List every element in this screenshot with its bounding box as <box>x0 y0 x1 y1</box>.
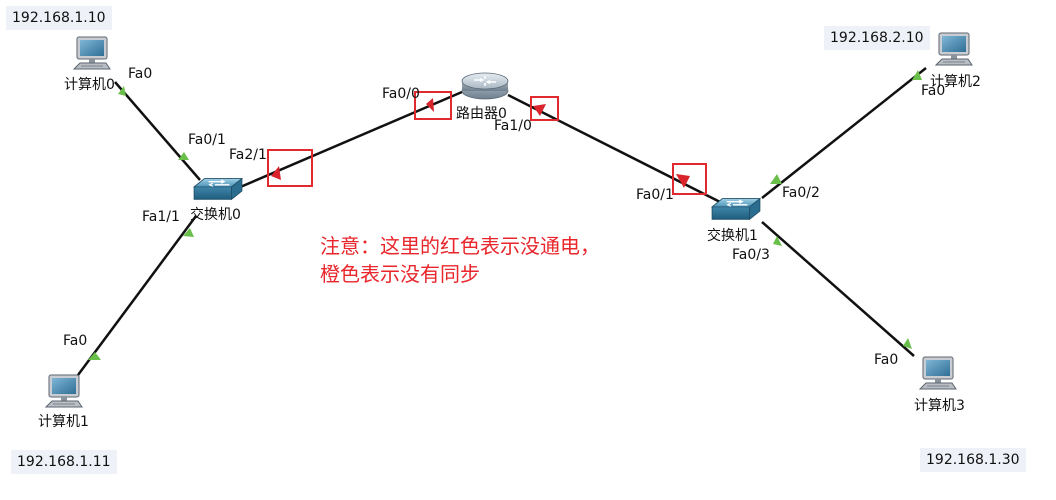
port-up-indicator <box>118 86 126 96</box>
port-label-sw1-fa03: Fa0/3 <box>732 247 770 263</box>
port-down-indicator <box>426 98 434 112</box>
device-label-pc0: 计算机0 <box>64 77 115 93</box>
highlight-boxes <box>267 91 707 195</box>
device-label-pc3: 计算机3 <box>914 398 965 414</box>
ip-label-pc3: 192.168.1.30 <box>920 448 1026 472</box>
annotation-note: 注意：这里的红色表示没通电， 橙色表示没有同步 <box>320 232 600 288</box>
pc3-icon[interactable] <box>919 356 957 390</box>
port-up-indicator <box>770 174 782 184</box>
pc0-icon[interactable] <box>73 36 111 70</box>
highlight-box-sw1-fa01 <box>672 163 707 195</box>
device-label-pc1: 计算机1 <box>38 414 89 430</box>
ip-label-pc2: 192.168.2.10 <box>824 26 930 50</box>
port-up-indicator <box>773 236 782 246</box>
port-up-indicator <box>183 228 194 237</box>
port-label-pc2-fa0: Fa0 <box>921 83 946 99</box>
switch1-icon[interactable] <box>711 197 761 221</box>
ip-label-pc1: 192.168.1.11 <box>11 450 117 474</box>
port-label-sw1-fa01: Fa0/1 <box>636 187 674 203</box>
link-pc1-switch0[interactable] <box>76 215 198 376</box>
link-router0-switch1[interactable] <box>507 93 729 208</box>
highlight-box-sw0-fa21 <box>267 149 313 187</box>
device-label-switch1: 交换机1 <box>707 228 758 244</box>
pc2-icon[interactable] <box>935 32 973 66</box>
port-label-r0-fa10: Fa1/0 <box>494 118 532 134</box>
port-down-indicator <box>676 174 690 188</box>
port-down-indicator <box>271 166 281 180</box>
port-indicators <box>88 70 922 360</box>
device-label-router0: 路由器0 <box>456 106 507 122</box>
port-label-pc3-fa0: Fa0 <box>874 352 899 368</box>
port-up-indicator <box>903 338 912 349</box>
port-label-pc0-fa0: Fa0 <box>128 66 153 82</box>
port-label-sw0-fa01: Fa0/1 <box>188 132 226 148</box>
port-down-indicator <box>533 104 546 116</box>
switch0-icon[interactable] <box>193 177 243 201</box>
port-up-indicator <box>178 152 189 160</box>
port-label-r0-fa00: Fa0/0 <box>382 86 420 102</box>
link-pc0-switch0[interactable] <box>114 81 201 181</box>
port-label-sw0-fa21: Fa2/1 <box>229 147 267 163</box>
port-label-sw1-fa02: Fa0/2 <box>782 185 820 201</box>
annotation-note-line2: 橙色表示没有同步 <box>320 262 480 286</box>
port-up-indicator <box>88 352 101 360</box>
link-switch1-pc2[interactable] <box>761 67 927 199</box>
highlight-box-r0-fa10 <box>530 96 559 121</box>
ip-label-pc0: 192.168.1.10 <box>6 6 112 30</box>
port-label-sw0-fa11: Fa1/1 <box>142 209 180 225</box>
device-label-switch0: 交换机0 <box>190 207 241 223</box>
link-switch1-pc3[interactable] <box>761 221 915 357</box>
annotation-note-line1: 注意：这里的红色表示没通电， <box>320 234 600 258</box>
link-switch0-router0[interactable] <box>237 90 463 190</box>
highlight-box-r0-fa00 <box>414 91 452 120</box>
port-label-pc1-fa0: Fa0 <box>63 333 88 349</box>
pc1-icon[interactable] <box>45 374 83 408</box>
port-up-indicator <box>912 70 922 80</box>
device-label-pc2: 计算机2 <box>930 74 981 90</box>
router0-icon[interactable] <box>461 72 509 100</box>
